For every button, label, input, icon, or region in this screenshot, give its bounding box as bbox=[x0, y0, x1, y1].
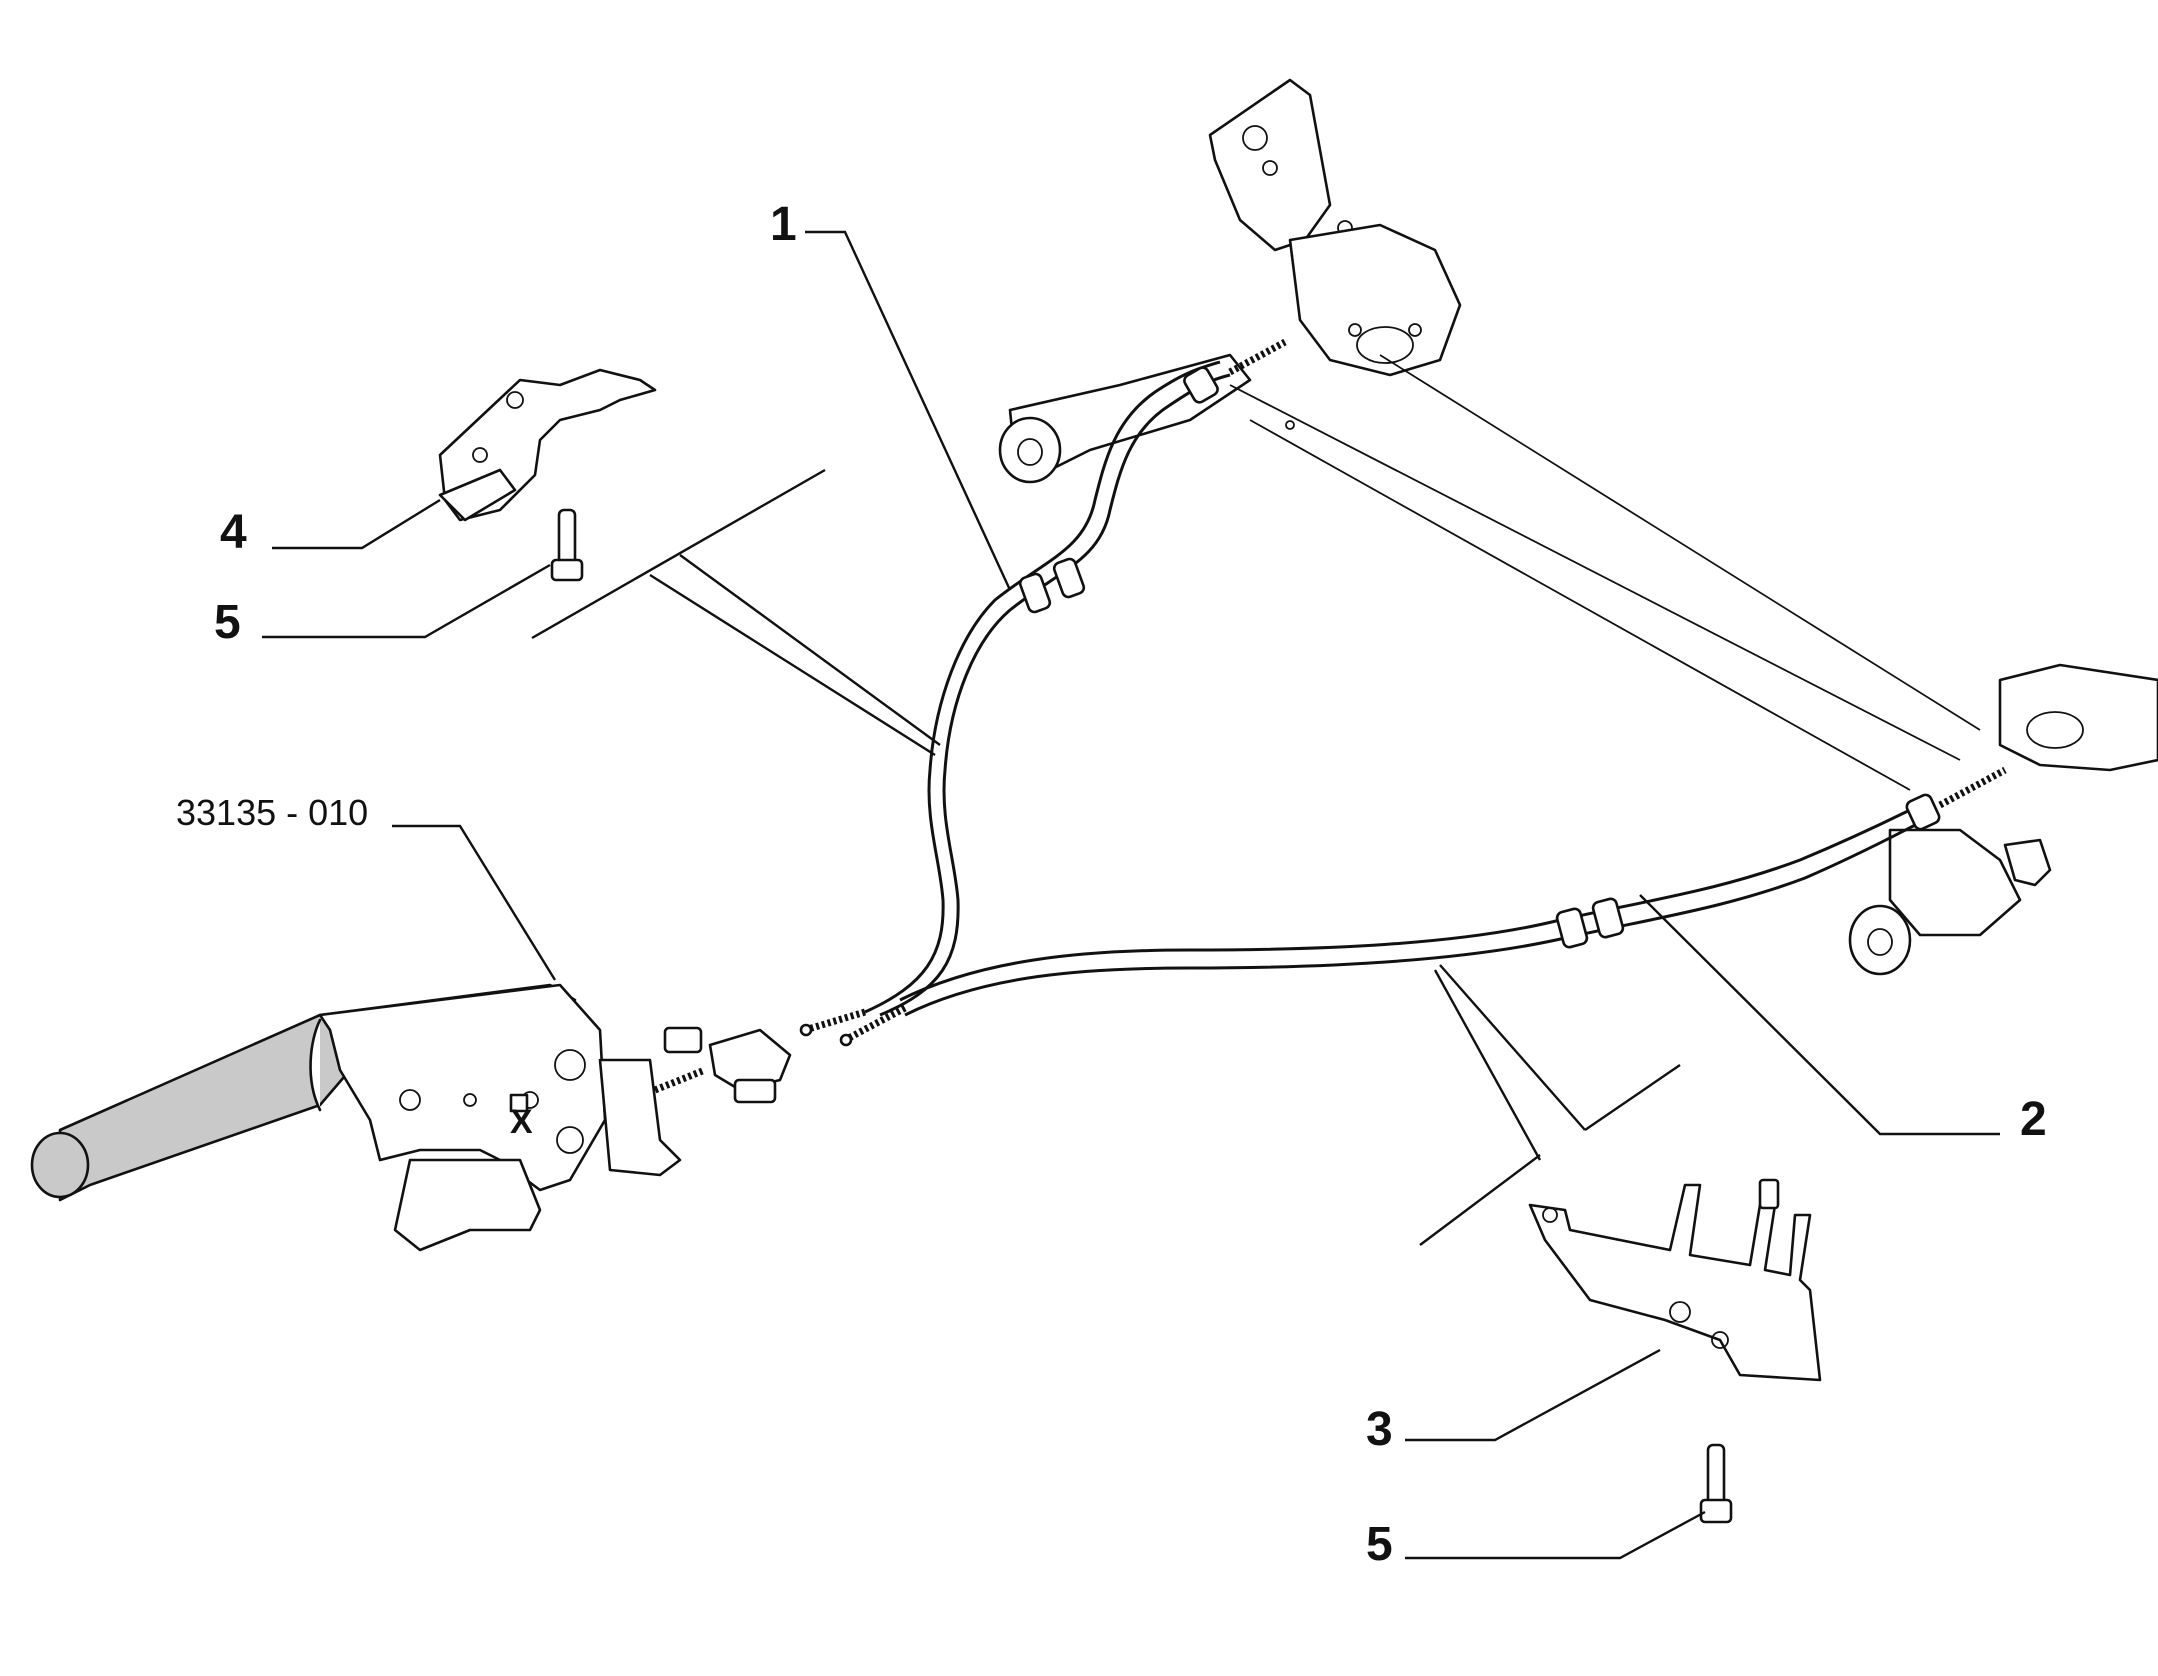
bolt-part-5-upper bbox=[550, 508, 584, 582]
bracket-part-4 bbox=[438, 368, 657, 522]
callout-5-upper: 5 bbox=[214, 596, 241, 649]
callout-3: 3 bbox=[1366, 1403, 1393, 1456]
reference-code: 33135 - 010 bbox=[176, 792, 368, 833]
callout-labels: 1 4 5 33135 - 010 2 3 5 X bbox=[176, 198, 2047, 1571]
callout-5-lower: 5 bbox=[1366, 1518, 1393, 1571]
callout-4: 4 bbox=[220, 506, 247, 559]
x-mark: X bbox=[510, 1103, 533, 1141]
cable-right-rear bbox=[839, 766, 2007, 1047]
leader-lines bbox=[262, 230, 2000, 1560]
section-lines bbox=[531, 468, 1681, 1246]
bolt-part-5-lower bbox=[1699, 1443, 1733, 1524]
bracket-part-3 bbox=[1528, 1178, 1822, 1382]
rear-axle-assembly bbox=[998, 78, 2158, 976]
callout-2: 2 bbox=[2020, 1093, 2047, 1146]
callout-1: 1 bbox=[770, 198, 797, 251]
cable-left-rear bbox=[799, 338, 1287, 1037]
handbrake-lever bbox=[30, 983, 792, 1252]
